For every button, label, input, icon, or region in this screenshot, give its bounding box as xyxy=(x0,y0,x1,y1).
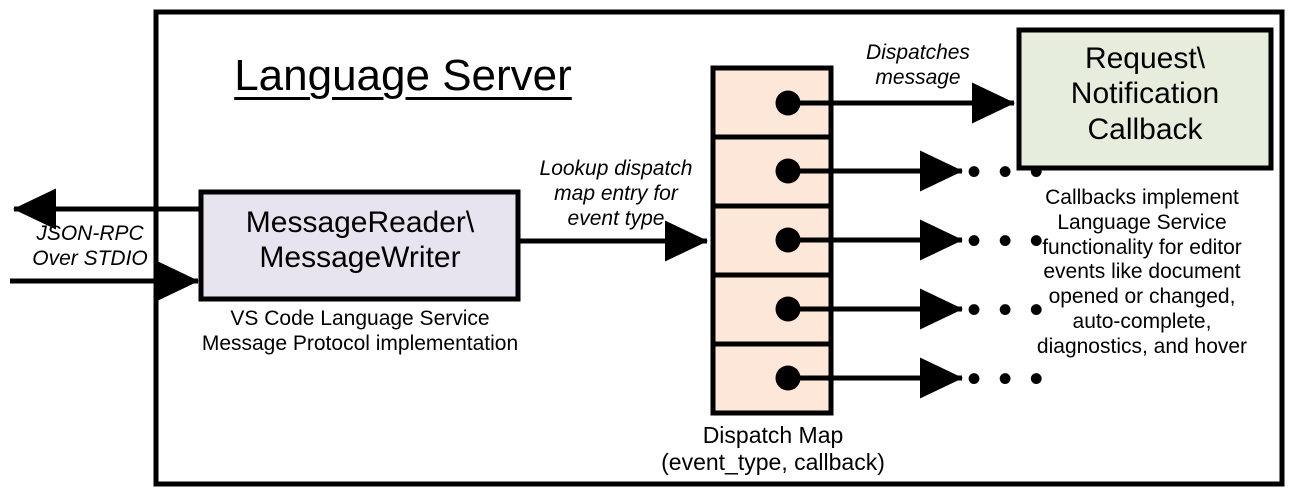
callback-ellipsis-4: • • • xyxy=(967,288,1047,332)
message-reader-writer-label: MessageReader\ MessageWriter xyxy=(245,206,475,275)
callback-ellipsis-5: • • • xyxy=(967,357,1047,401)
message-reader-writer-caption: VS Code Language Service Message Protoco… xyxy=(201,307,519,355)
message-reader-writer-box xyxy=(198,189,521,302)
page-title: Language Server xyxy=(234,51,572,100)
language-server-container xyxy=(153,9,1285,487)
request-notification-callback-box xyxy=(1016,27,1274,171)
json-rpc-channel-label: JSON-RPC Over STDIO xyxy=(32,222,148,270)
callback-caption: Callbacks implement Language Service fun… xyxy=(1036,186,1248,358)
request-notification-callback-label: Request\ Notification Callback xyxy=(1070,42,1220,146)
callback-ellipsis-2: • • • xyxy=(967,150,1047,194)
dispatch-map-caption: Dispatch Map (event_type, callback) xyxy=(661,422,885,476)
dispatches-message-label: Dispatches message xyxy=(866,41,970,89)
callback-ellipsis-3: • • • xyxy=(967,219,1047,263)
lookup-dispatch-label: Lookup dispatch map entry for event type xyxy=(539,157,693,230)
